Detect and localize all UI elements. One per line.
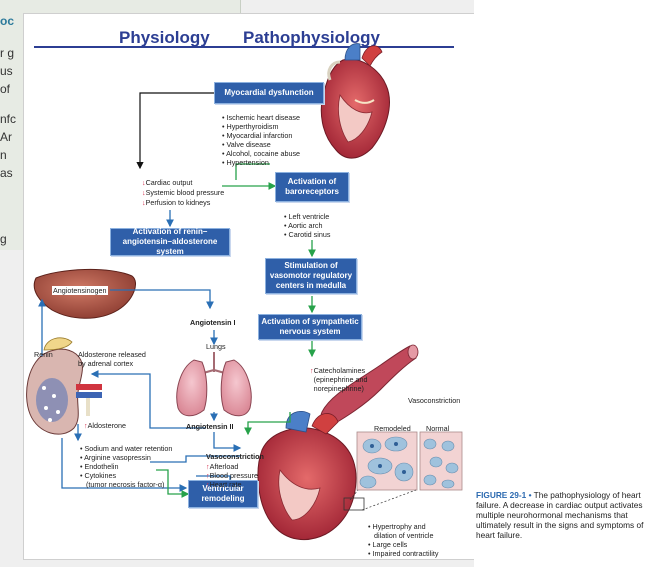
label-lungs: Lungs <box>206 342 226 351</box>
box-vasomotor: Stimulation of vasomotor regulatory cent… <box>265 258 357 294</box>
cause-item: • Myocardial infarction <box>222 131 292 140</box>
cause-item: • Alcohol, cocaine abuse <box>222 149 300 158</box>
baroreceptor-site: • Carotid sinus <box>284 230 330 239</box>
retention-item: • Sodium and water retention <box>80 444 172 453</box>
lungs-illustration <box>177 352 251 416</box>
label-angiotensin-ii: Angiotensin II <box>186 422 234 431</box>
decrease-kidney-perfusion: ↓Perfusion to kidneys <box>142 198 210 207</box>
box-sympathetic: Activation of sympathetic nervous system <box>258 314 362 340</box>
cause-item: • Valve disease <box>222 140 271 149</box>
remodel-note: • Large cells <box>368 540 407 549</box>
effect-blood-pressure: ↑Blood pressure <box>206 471 258 480</box>
box-myocardial-dysfunction: Myocardial dysfunction <box>214 82 324 104</box>
figure-caption: FIGURE 29-1 • The pathophysiology of hea… <box>476 490 648 540</box>
label-angiotensinogen: Angiotensinogen <box>52 286 108 295</box>
label-catecholamines: ↑Catecholamines (epinephrine and norepin… <box>310 366 398 393</box>
cause-item: • Hyperthyroidism <box>222 122 278 131</box>
retention-item: • Arginine vasopressin <box>80 453 151 462</box>
remodel-note: dilation of ventricle <box>374 531 434 540</box>
remodel-note: • Impaired contractility <box>368 549 438 558</box>
decrease-blood-pressure: ↓Systemic blood pressure <box>142 188 224 197</box>
remodel-note: • Hypertrophy and <box>368 522 426 531</box>
decrease-cardiac-output: ↓Cardiac output <box>142 178 192 187</box>
baroreceptor-site: • Aortic arch <box>284 221 322 230</box>
label-normal: Normal <box>426 424 449 433</box>
retention-item: • Endothelin <box>80 462 118 471</box>
caption-bullet: • <box>529 490 532 500</box>
retention-item: • Cytokines <box>80 471 116 480</box>
figure-number: FIGURE 29-1 <box>476 490 526 500</box>
cause-item: • Ischemic heart disease <box>222 113 300 122</box>
cause-item: • Hypertension <box>222 158 269 167</box>
label-remodeled: Remodeled <box>374 424 411 433</box>
label-aldosterone: ↑Aldosterone <box>84 421 126 430</box>
heart-illustration-bottom <box>258 411 364 539</box>
baroreceptor-site: • Left ventricle <box>284 212 329 221</box>
label-aldosterone-released: Aldosterone released by adrenal cortex <box>78 350 154 368</box>
box-baroreceptors: Activation of baroreceptors <box>275 172 349 202</box>
effect-afterload: ↑Afterload <box>206 462 238 471</box>
box-raas: Activation of renin–angiotensin–aldoster… <box>110 228 230 256</box>
tissue-normal-inset <box>420 432 462 490</box>
label-vasoconstriction: Vasoconstriction <box>206 452 264 461</box>
heart-illustration-top <box>321 44 389 158</box>
label-renin: Renin <box>34 350 53 359</box>
retention-item: (tumor necrosis factor-α) <box>86 480 164 489</box>
inset-pointer <box>362 490 416 510</box>
label-angiotensin-i: Angiotensin I <box>190 318 236 327</box>
tissue-remodeled-inset <box>357 432 417 490</box>
effect-heart-rate: ↑Heart rate <box>206 480 242 489</box>
label-vasoconstriction-vessel: Vasoconstriction <box>408 396 460 405</box>
